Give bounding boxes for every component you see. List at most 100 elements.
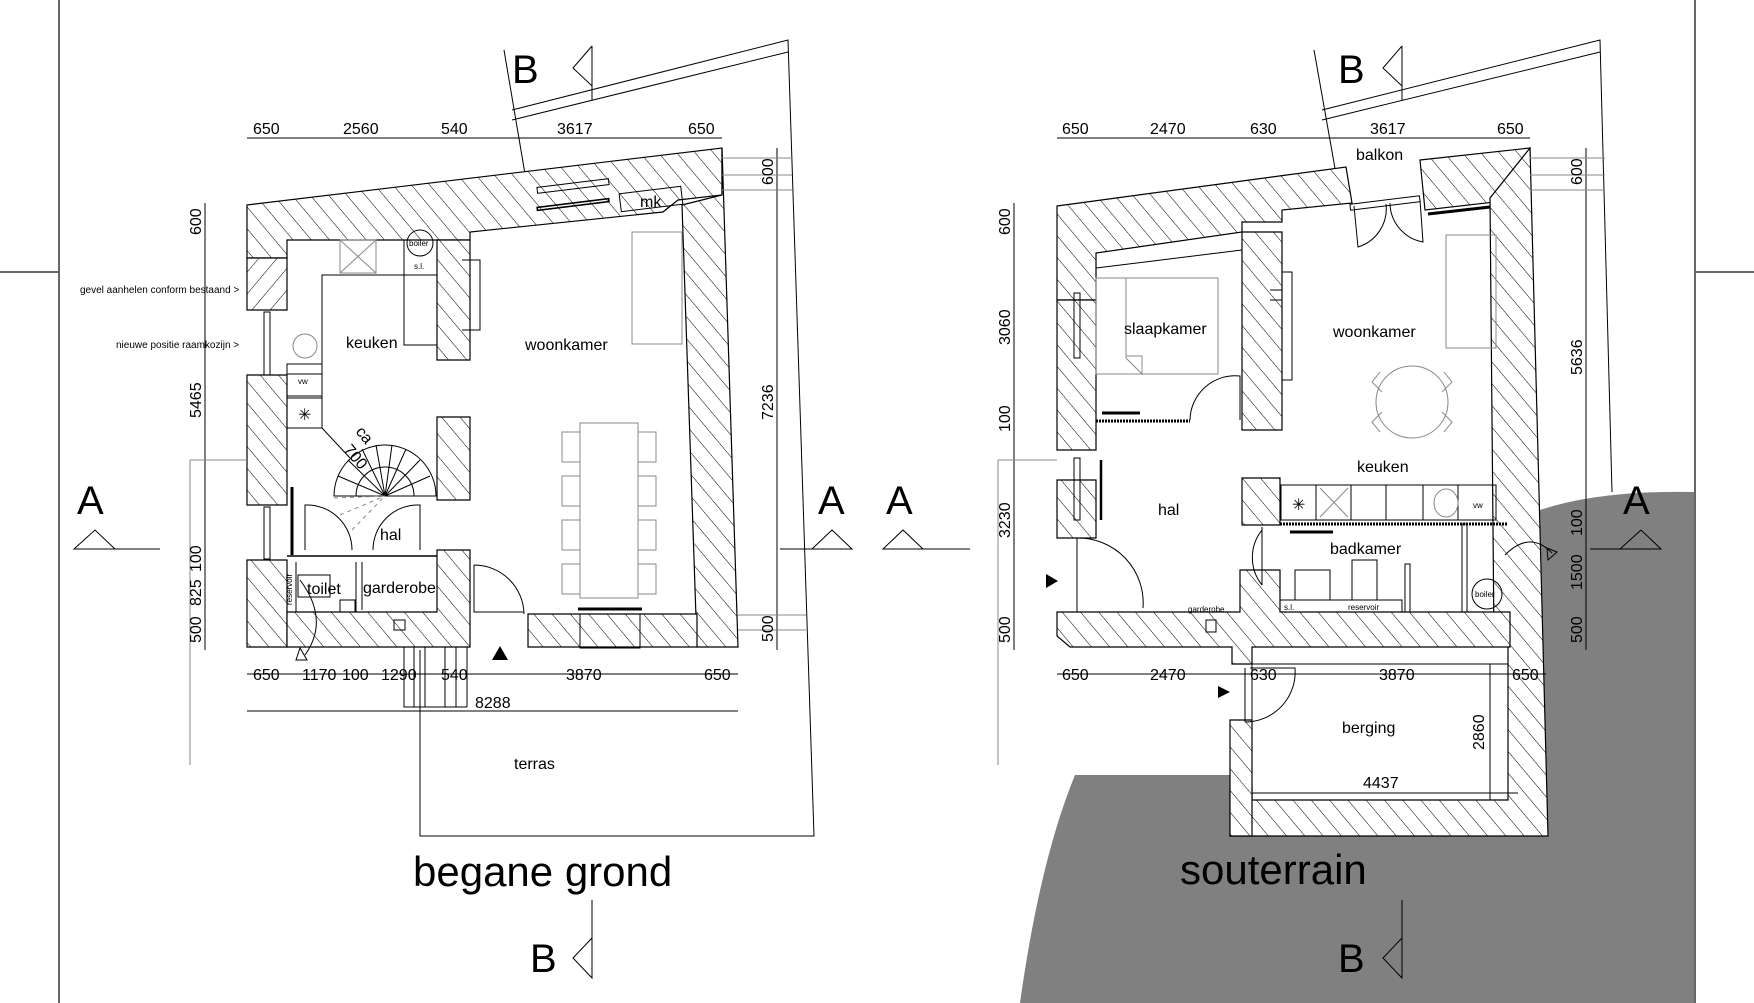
dim-left: 600 — [188, 208, 205, 235]
dim-berging-depth: 2860 — [1471, 714, 1488, 750]
label-boiler: boiler — [409, 239, 429, 248]
section-marker-a-left: A — [77, 479, 104, 523]
dim-left: 600 — [997, 208, 1014, 235]
room-label-keuken: keuken — [346, 335, 398, 352]
dim-left: 100 — [188, 545, 205, 572]
room-label-hal: hal — [380, 527, 401, 544]
section-marker-b-top: B — [512, 48, 539, 92]
dim-left: 825 — [188, 579, 205, 606]
dim-right: 600 — [760, 158, 777, 185]
dim-berging-width: 4437 — [1363, 775, 1399, 792]
dim-bottom: 630 — [1250, 667, 1277, 684]
label-boiler: boiler — [1475, 590, 1495, 599]
room-label-berging: berging — [1342, 720, 1395, 737]
room-label-keuken: keuken — [1357, 459, 1409, 476]
dim-top: 650 — [253, 121, 280, 138]
dim-bottom: 650 — [253, 667, 280, 684]
wall-stair-divider — [436, 416, 471, 501]
label-reservoir: reservoir — [1348, 603, 1379, 612]
label-sl: s.l. — [1284, 603, 1294, 612]
dim-right: 500 — [1569, 616, 1586, 643]
room-label-garderobe: garderobe — [363, 580, 436, 597]
plan-souterrain: ✳ vw boiler s.l. reservoir garderobe — [881, 39, 1663, 981]
wall-top — [1056, 166, 1353, 301]
dim-right: 7236 — [760, 384, 777, 420]
plan-title-begane-grond: begane grond — [413, 848, 672, 895]
stair-dim: 700 — [340, 442, 370, 473]
dim-top: 540 — [441, 121, 468, 138]
room-label-balkon: balkon — [1356, 147, 1403, 164]
wall-bottom-left — [286, 549, 471, 648]
label-vw: vw — [298, 377, 308, 386]
room-label-slaapkamer: slaapkamer — [1124, 321, 1207, 338]
wall-right — [681, 147, 739, 648]
dim-left: 100 — [997, 405, 1014, 432]
room-label-woonkamer: woonkamer — [524, 337, 608, 354]
dim-bottom: 3870 — [566, 667, 602, 684]
dim-right: 500 — [760, 615, 777, 642]
plan-begane-grond: mk boiler s.l. vw ✳ — [72, 39, 854, 981]
dim-left: 500 — [997, 616, 1014, 643]
wall-left-upper — [1056, 299, 1097, 451]
dim-left: 500 — [188, 616, 205, 643]
dim-bottom: 2470 — [1150, 667, 1186, 684]
section-marker-a-right: A — [818, 479, 845, 523]
entrance-marker-icon — [492, 646, 508, 660]
berging-door-marker-icon — [1218, 686, 1230, 698]
dim-bottom: 100 — [342, 667, 369, 684]
room-label-badkamer: badkamer — [1330, 541, 1402, 558]
label-garderobe: garderobe — [1188, 605, 1225, 614]
entrance-marker-icon — [1046, 574, 1058, 588]
dim-top: 630 — [1250, 121, 1277, 138]
label-mk: mk — [640, 194, 662, 211]
room-label-woonkamer: woonkamer — [1332, 324, 1416, 341]
room-label-toilet: toilet — [307, 581, 341, 598]
section-marker-a-right: A — [1623, 479, 1650, 523]
section-marker-b-bottom: B — [530, 937, 557, 981]
room-label-hal: hal — [1158, 502, 1179, 519]
room-label-terras: terras — [514, 756, 555, 773]
plan-title-souterrain: souterrain — [1180, 846, 1367, 893]
wall-bottom-right — [527, 613, 698, 648]
spiral-stair: 700 ca — [321, 424, 437, 531]
ground-fill — [1020, 491, 1695, 1003]
wall-left-upper — [246, 257, 288, 311]
label-vw: vw — [1473, 501, 1483, 510]
dim-right: 5636 — [1569, 339, 1586, 375]
dim-total: 8288 — [475, 695, 511, 712]
dim-bottom: 1290 — [381, 667, 417, 684]
dim-top: 3617 — [1370, 121, 1406, 138]
wall-bottom — [1056, 569, 1511, 665]
label-sl: s.l. — [414, 262, 424, 271]
dim-top: 650 — [688, 121, 715, 138]
wall-bedroom-divider — [1241, 231, 1283, 431]
wall-kitchen-divider — [436, 239, 471, 361]
dim-bottom: 650 — [704, 667, 731, 684]
section-marker-b-bottom: B — [1338, 937, 1365, 981]
dim-bottom: 3870 — [1379, 667, 1415, 684]
wall-kitchen-divider — [1241, 477, 1281, 526]
cooktop-icon: ✳ — [298, 407, 311, 424]
section-marker-b-top: B — [1338, 48, 1365, 92]
wall-left-lower — [1056, 479, 1097, 539]
dim-left: 3230 — [997, 502, 1014, 538]
section-marker-a-left: A — [886, 479, 913, 523]
dim-top: 650 — [1497, 121, 1524, 138]
dim-right: 100 — [1569, 509, 1586, 536]
wall-left-lower — [246, 559, 288, 648]
cooktop-icon: ✳ — [1292, 497, 1305, 514]
wall-left-mid — [246, 374, 288, 506]
wall-berging-left — [1229, 719, 1253, 837]
dim-top: 2560 — [343, 121, 379, 138]
dim-bottom: 650 — [1062, 667, 1089, 684]
dim-top: 650 — [1062, 121, 1089, 138]
dim-top: 2470 — [1150, 121, 1186, 138]
dim-top: 3617 — [557, 121, 593, 138]
label-reservoir: reservoir — [285, 574, 294, 605]
dim-bottom: 1170 — [302, 667, 337, 684]
dim-left: 5465 — [188, 382, 205, 418]
dim-bottom: 650 — [1512, 667, 1539, 684]
annotation-gevel: gevel aanhelen conform bestaand > — [80, 285, 239, 296]
